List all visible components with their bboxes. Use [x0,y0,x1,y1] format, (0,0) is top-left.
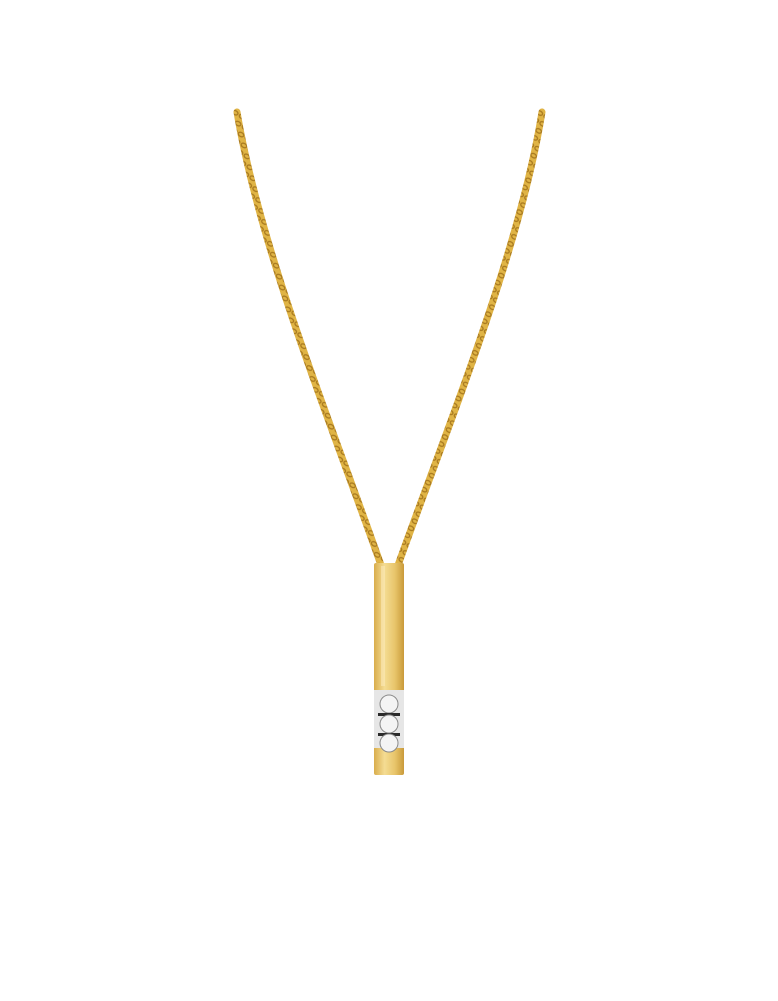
bar-pendant [374,563,404,775]
diamond-1 [379,694,399,714]
diamond-2 [379,714,399,734]
pendant-bar-highlight [381,566,385,686]
chain-left-strand [233,108,386,572]
diamond-3 [379,733,399,753]
chain [233,108,546,572]
diamond-stones [378,694,400,753]
chain-right-strand [393,108,546,572]
